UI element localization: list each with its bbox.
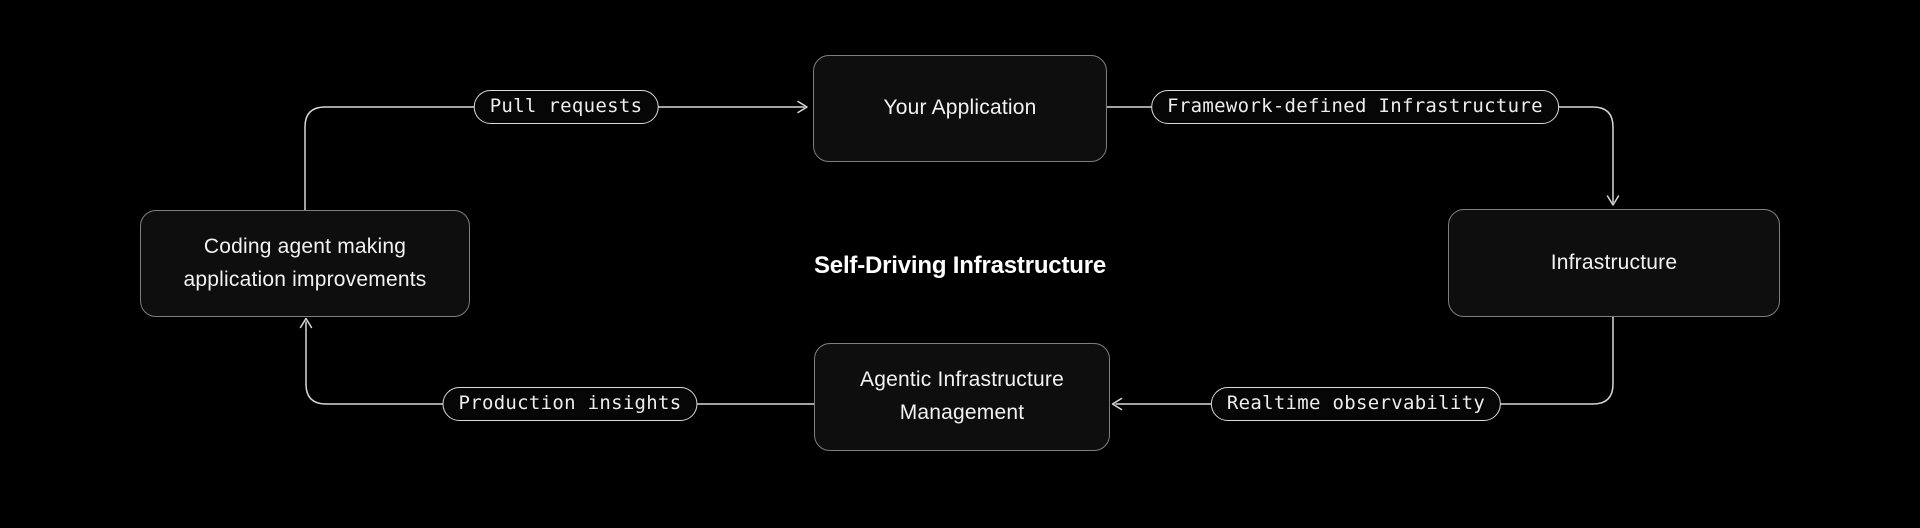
edge-realtime-observability-line	[1115, 316, 1614, 405]
node-infrastructure: Infrastructure	[1448, 209, 1780, 317]
arrowhead-right-icon	[797, 100, 808, 114]
node-coding-agent: Coding agent making application improvem…	[140, 210, 470, 317]
arrowhead-up-icon	[299, 317, 313, 329]
node-coding-agent-label: Coding agent making application improvem…	[183, 234, 427, 291]
edge-label-framework-defined-infrastructure: Framework-defined Infrastructure	[1151, 90, 1559, 124]
edge-label-pull-requests: Pull requests	[473, 90, 659, 124]
node-your-application-label: Your Application	[883, 96, 1037, 120]
edge-pull-requests-line	[304, 106, 805, 211]
edge-production-insights	[299, 317, 815, 405]
node-infrastructure-label: Infrastructure	[1550, 250, 1678, 274]
edge-production-insights-line	[305, 321, 815, 405]
node-agentic-infrastructure-management: Agentic Infrastructure Management	[814, 343, 1110, 451]
arrowhead-left-icon	[1111, 397, 1123, 411]
edge-pull-requests	[304, 100, 808, 211]
arrowhead-down-icon	[1606, 195, 1620, 206]
edge-framework-defined-line	[1106, 106, 1614, 203]
edge-label-realtime-observability: Realtime observability	[1210, 387, 1502, 421]
edge-realtime-observability	[1111, 316, 1614, 411]
node-agentic-label: Agentic Infrastructure Management	[860, 368, 1064, 424]
diagram-title: Self-Driving Infrastructure	[814, 252, 1106, 279]
node-your-application: Your Application	[813, 55, 1107, 162]
edge-framework-defined	[1106, 106, 1620, 206]
edge-label-production-insights: Production insights	[442, 387, 698, 421]
